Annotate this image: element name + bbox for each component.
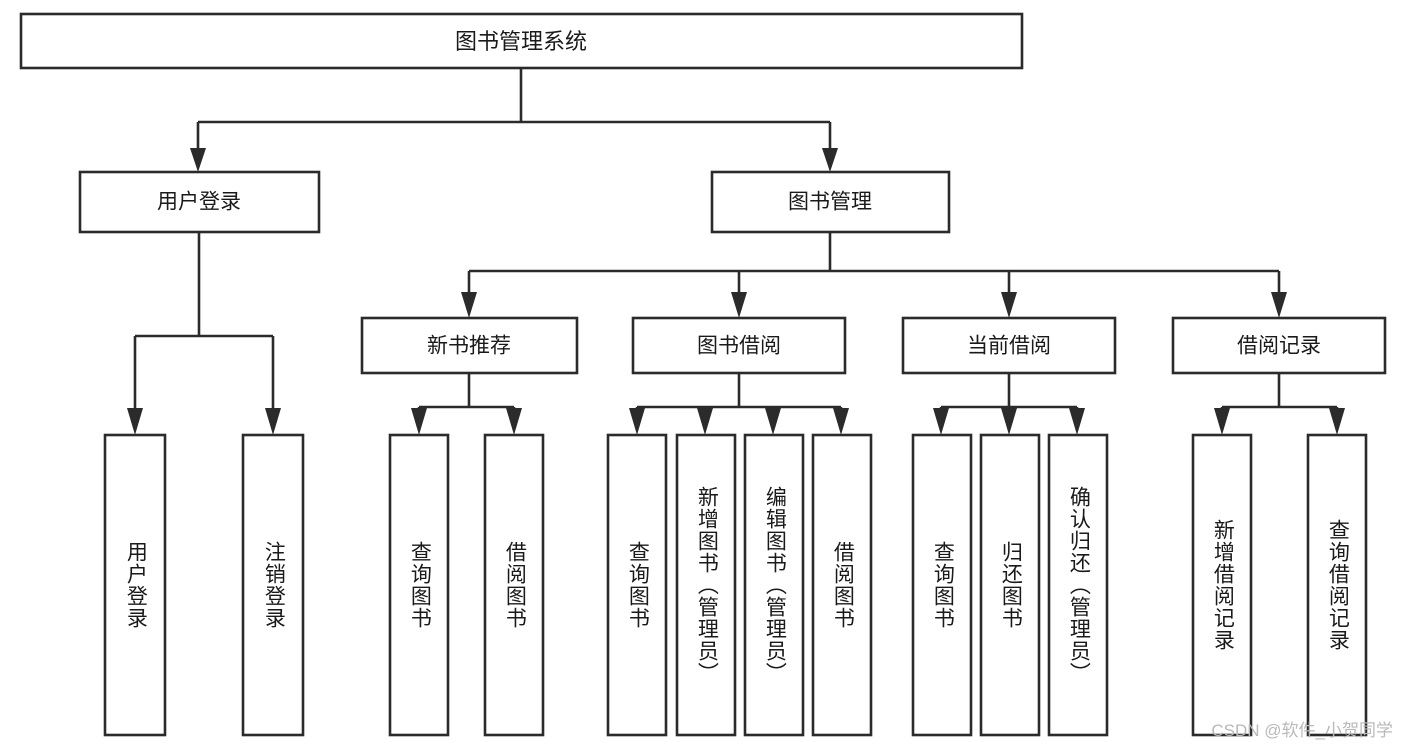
arrow-head-icon: [411, 408, 427, 435]
connector-book-borrow-to-leaves: [629, 373, 849, 435]
arrow-head-icon: [265, 408, 281, 435]
leaf-box-current-borrow-1[interactable]: [979, 433, 1041, 737]
node-borrow-record[interactable]: 借阅记录: [1171, 316, 1387, 375]
arrow-head-icon: [697, 408, 713, 435]
node-root-system[interactable]: 图书管理系统: [19, 12, 1024, 70]
node-new-book-recommend[interactable]: 新书推荐: [360, 316, 579, 375]
node-root-system-label: 图书管理系统: [455, 29, 587, 54]
arrow-head-icon: [506, 408, 522, 435]
node-current-borrow-label: 当前借阅: [967, 335, 1051, 358]
leaf-box-borrow-record-0[interactable]: [1191, 433, 1253, 737]
connector-new-book-recommend-to-leaves: [411, 373, 522, 435]
arrow-head-icon: [933, 408, 949, 435]
node-borrow-record-label: 借阅记录: [1237, 335, 1321, 358]
node-user-login-label: 用户登录: [157, 191, 241, 214]
node-new-book-recommend-box: [360, 316, 579, 375]
arrow-head-icon: [1271, 292, 1287, 318]
arrow-head-icon: [1069, 408, 1085, 435]
node-current-borrow-box: [901, 316, 1117, 375]
leaf-box-current-borrow-2[interactable]: [1047, 433, 1109, 737]
leaf-box-book-borrow-0[interactable]: [606, 433, 668, 737]
leaf-box-new-book-0[interactable]: [388, 433, 450, 737]
arrow-head-icon: [1214, 408, 1230, 435]
leaf-box-book-borrow-3[interactable]: [811, 433, 873, 737]
node-current-borrow[interactable]: 当前借阅: [901, 316, 1117, 375]
leaf-box-current-borrow-0[interactable]: [911, 433, 973, 737]
csdn-watermark: CSDN @软件_小贺同学: [1211, 721, 1393, 740]
leaf-box-book-borrow-2[interactable]: [743, 433, 805, 737]
arrow-head-icon: [765, 408, 781, 435]
arrow-head-icon: [1001, 408, 1017, 435]
node-book-management-label: 图书管理: [788, 191, 872, 214]
node-book-borrow[interactable]: 图书借阅: [631, 316, 847, 375]
connector-book-management-to-level2: [461, 232, 1287, 318]
leaf-box-new-book-1[interactable]: [483, 433, 545, 737]
arrow-head-icon: [833, 408, 849, 435]
node-book-borrow-label: 图书借阅: [697, 335, 781, 358]
arrow-head-icon: [731, 292, 747, 318]
arrow-head-icon: [127, 408, 143, 435]
arrow-head-icon: [461, 292, 477, 318]
arrow-head-icon: [629, 408, 645, 435]
connector-user-login-to-leaves: [127, 232, 281, 435]
arrow-head-icon: [822, 148, 838, 172]
arrow-head-icon: [1001, 292, 1017, 318]
node-root-system-box: [19, 12, 1024, 70]
connector-current-borrow-to-leaves: [933, 373, 1085, 435]
leaf-box-user-login-0[interactable]: [103, 433, 167, 737]
leaf-box-borrow-record-1[interactable]: [1306, 433, 1368, 737]
node-user-login-box: [78, 170, 321, 234]
node-book-management[interactable]: 图书管理: [710, 170, 951, 234]
arrow-head-icon: [1329, 408, 1345, 435]
leaf-box-book-borrow-1[interactable]: [675, 433, 737, 737]
connector-root-to-level1: [190, 68, 838, 172]
connector-borrow-record-to-leaves: [1214, 373, 1345, 435]
node-user-login[interactable]: 用户登录: [78, 170, 321, 234]
arrow-head-icon: [190, 148, 206, 172]
leaf-box-user-login-1[interactable]: [241, 433, 305, 737]
node-new-book-recommend-label: 新书推荐: [427, 335, 511, 358]
